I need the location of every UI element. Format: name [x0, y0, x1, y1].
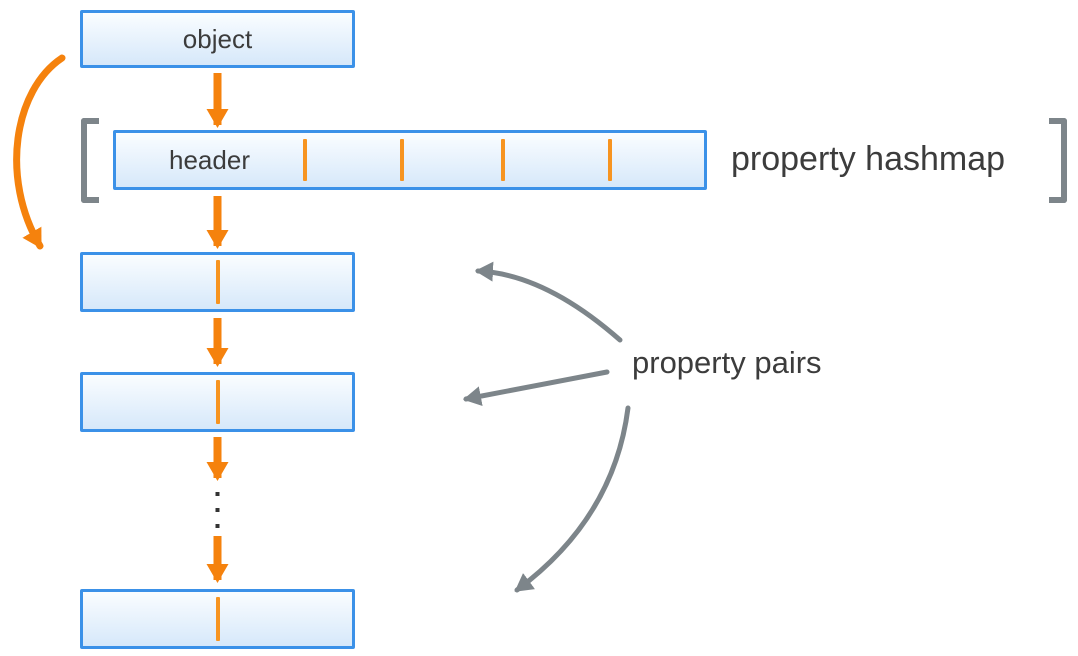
property-pair-box-1: [80, 252, 355, 312]
pair-divider: [216, 380, 220, 424]
hashmap-slot-divider: [400, 139, 404, 181]
right-bracket-icon: [1049, 118, 1067, 203]
continuation-dots: [215, 492, 220, 528]
property-hashmap-label: property hashmap: [731, 140, 1006, 178]
property-pair-box-2: [80, 372, 355, 432]
hashmap-slot-divider: [501, 139, 505, 181]
property-pair-box-3: [80, 589, 355, 649]
hashmap-slot-divider: [303, 139, 307, 181]
continuation-dot: [215, 492, 220, 496]
left-bracket-icon: [81, 118, 99, 203]
continuation-dot: [215, 508, 220, 512]
object-to-pairs-curved-arrow-icon: [13, 54, 66, 250]
pairs-pointer-top-arrow-icon: [475, 261, 623, 343]
pair-divider: [216, 260, 220, 304]
property-pairs-label: property pairs: [632, 345, 822, 380]
pairs-pointer-middle-arrow-icon: [463, 369, 610, 407]
pair-divider: [216, 597, 220, 641]
object-box-label: object: [182, 23, 253, 54]
continuation-dot: [215, 524, 220, 528]
object-box: object: [80, 10, 355, 68]
property-hashmap-box: header: [113, 130, 707, 190]
header-cell-label: header: [169, 144, 250, 175]
hashmap-slot-divider: [608, 139, 612, 181]
pairs-pointer-bottom-arrow-icon: [514, 405, 631, 593]
